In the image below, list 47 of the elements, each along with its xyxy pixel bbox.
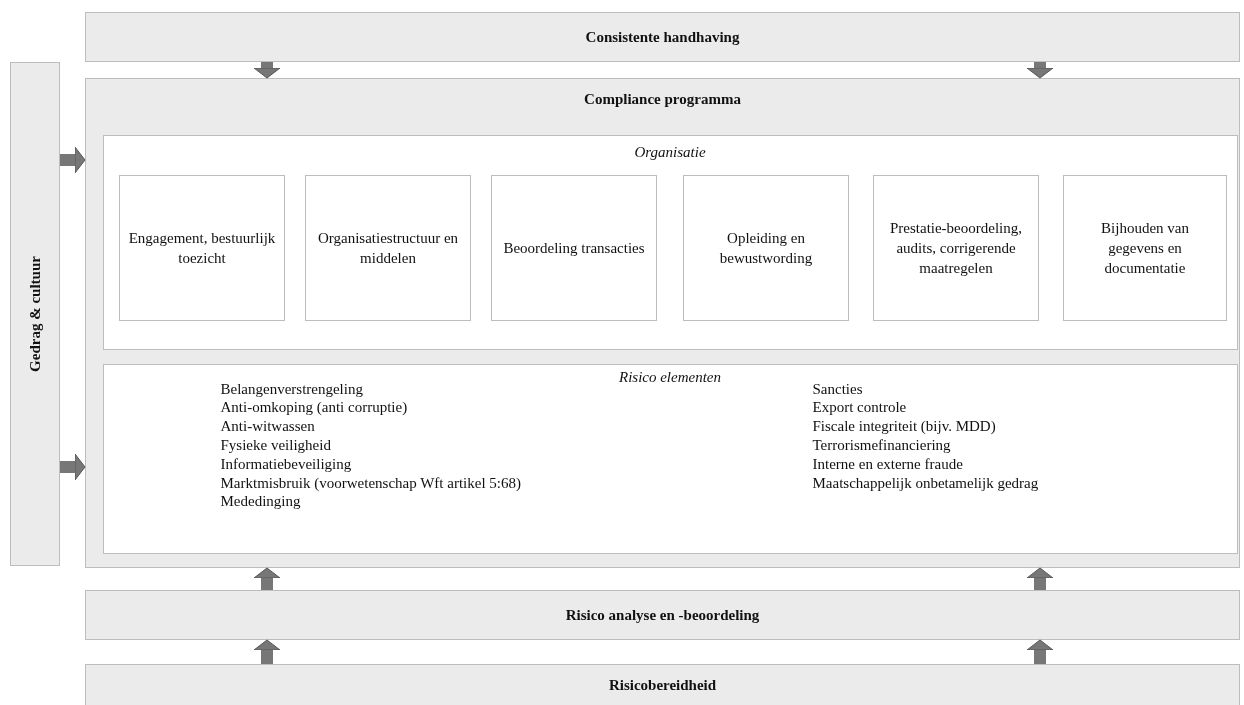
section-title: Organisatie	[633, 143, 707, 161]
element-box	[119, 175, 285, 321]
element-box	[873, 175, 1039, 321]
band-title: Risico analyse en -beoordeling	[564, 606, 761, 624]
box-text: Bijhouden van gegevens en documentatie	[1100, 219, 1190, 278]
block-arrow	[1026, 62, 1054, 79]
band-header	[85, 664, 1240, 705]
band-title: Consistente handhaving	[584, 28, 741, 46]
block-arrow	[253, 62, 281, 79]
band-title: Compliance programma	[583, 91, 742, 108]
list-item: Export controle	[812, 399, 907, 417]
block-arrow	[253, 567, 281, 590]
list-item: Anti-omkoping (anti corruptie)	[220, 399, 408, 417]
list-item: Terrorismefinanciering	[812, 436, 951, 454]
element-box	[305, 175, 471, 321]
list-item: Interne en externe fraude	[812, 455, 963, 473]
band-title: Risicobereidheid	[607, 677, 718, 694]
block-arrow	[1026, 639, 1054, 664]
list-item: Marktmisbruik (voorwetenschap Wft artikel 5:68)	[220, 474, 521, 492]
block-arrow	[60, 453, 86, 481]
block-arrow	[253, 639, 281, 664]
box-text: Engagement, bestuurlijk toezicht	[128, 229, 276, 268]
list-item: Informatiebeveiliging	[220, 455, 352, 473]
element-box	[491, 175, 657, 321]
vertical-band	[10, 62, 60, 566]
section-panel	[102, 134, 1238, 350]
block-arrow	[1026, 567, 1054, 590]
box-text: Organisatiestructuur en middelen	[316, 229, 460, 268]
list-item: Anti-witwassen	[220, 418, 315, 436]
box-text: Prestatie-beoordeling, audits, corrigerende maatregelen	[888, 219, 1023, 278]
list-item: Fiscale integriteit (bijv. MDD)	[812, 418, 996, 436]
section-title: Risico elementen	[617, 368, 722, 386]
section-panel	[102, 363, 1238, 554]
list-item: Mededinging	[220, 493, 301, 511]
block-arrow	[60, 146, 86, 174]
box-text: Opleiding en bewustwording	[718, 229, 814, 268]
program-panel	[85, 78, 1240, 568]
list-item: Belangenverstrengeling	[220, 380, 363, 398]
band-header	[85, 12, 1240, 62]
element-box	[683, 175, 849, 321]
list-item: Sancties	[812, 380, 863, 398]
box-text: Beoordeling transacties	[502, 239, 646, 258]
band-header	[85, 590, 1240, 640]
element-box	[1063, 175, 1227, 321]
band-title: Gedrag & cultuur	[26, 256, 44, 372]
list-item: Fysieke veiligheid	[220, 436, 331, 454]
list-item: Maatschappelijk onbetamelijk gedrag	[812, 474, 1039, 492]
